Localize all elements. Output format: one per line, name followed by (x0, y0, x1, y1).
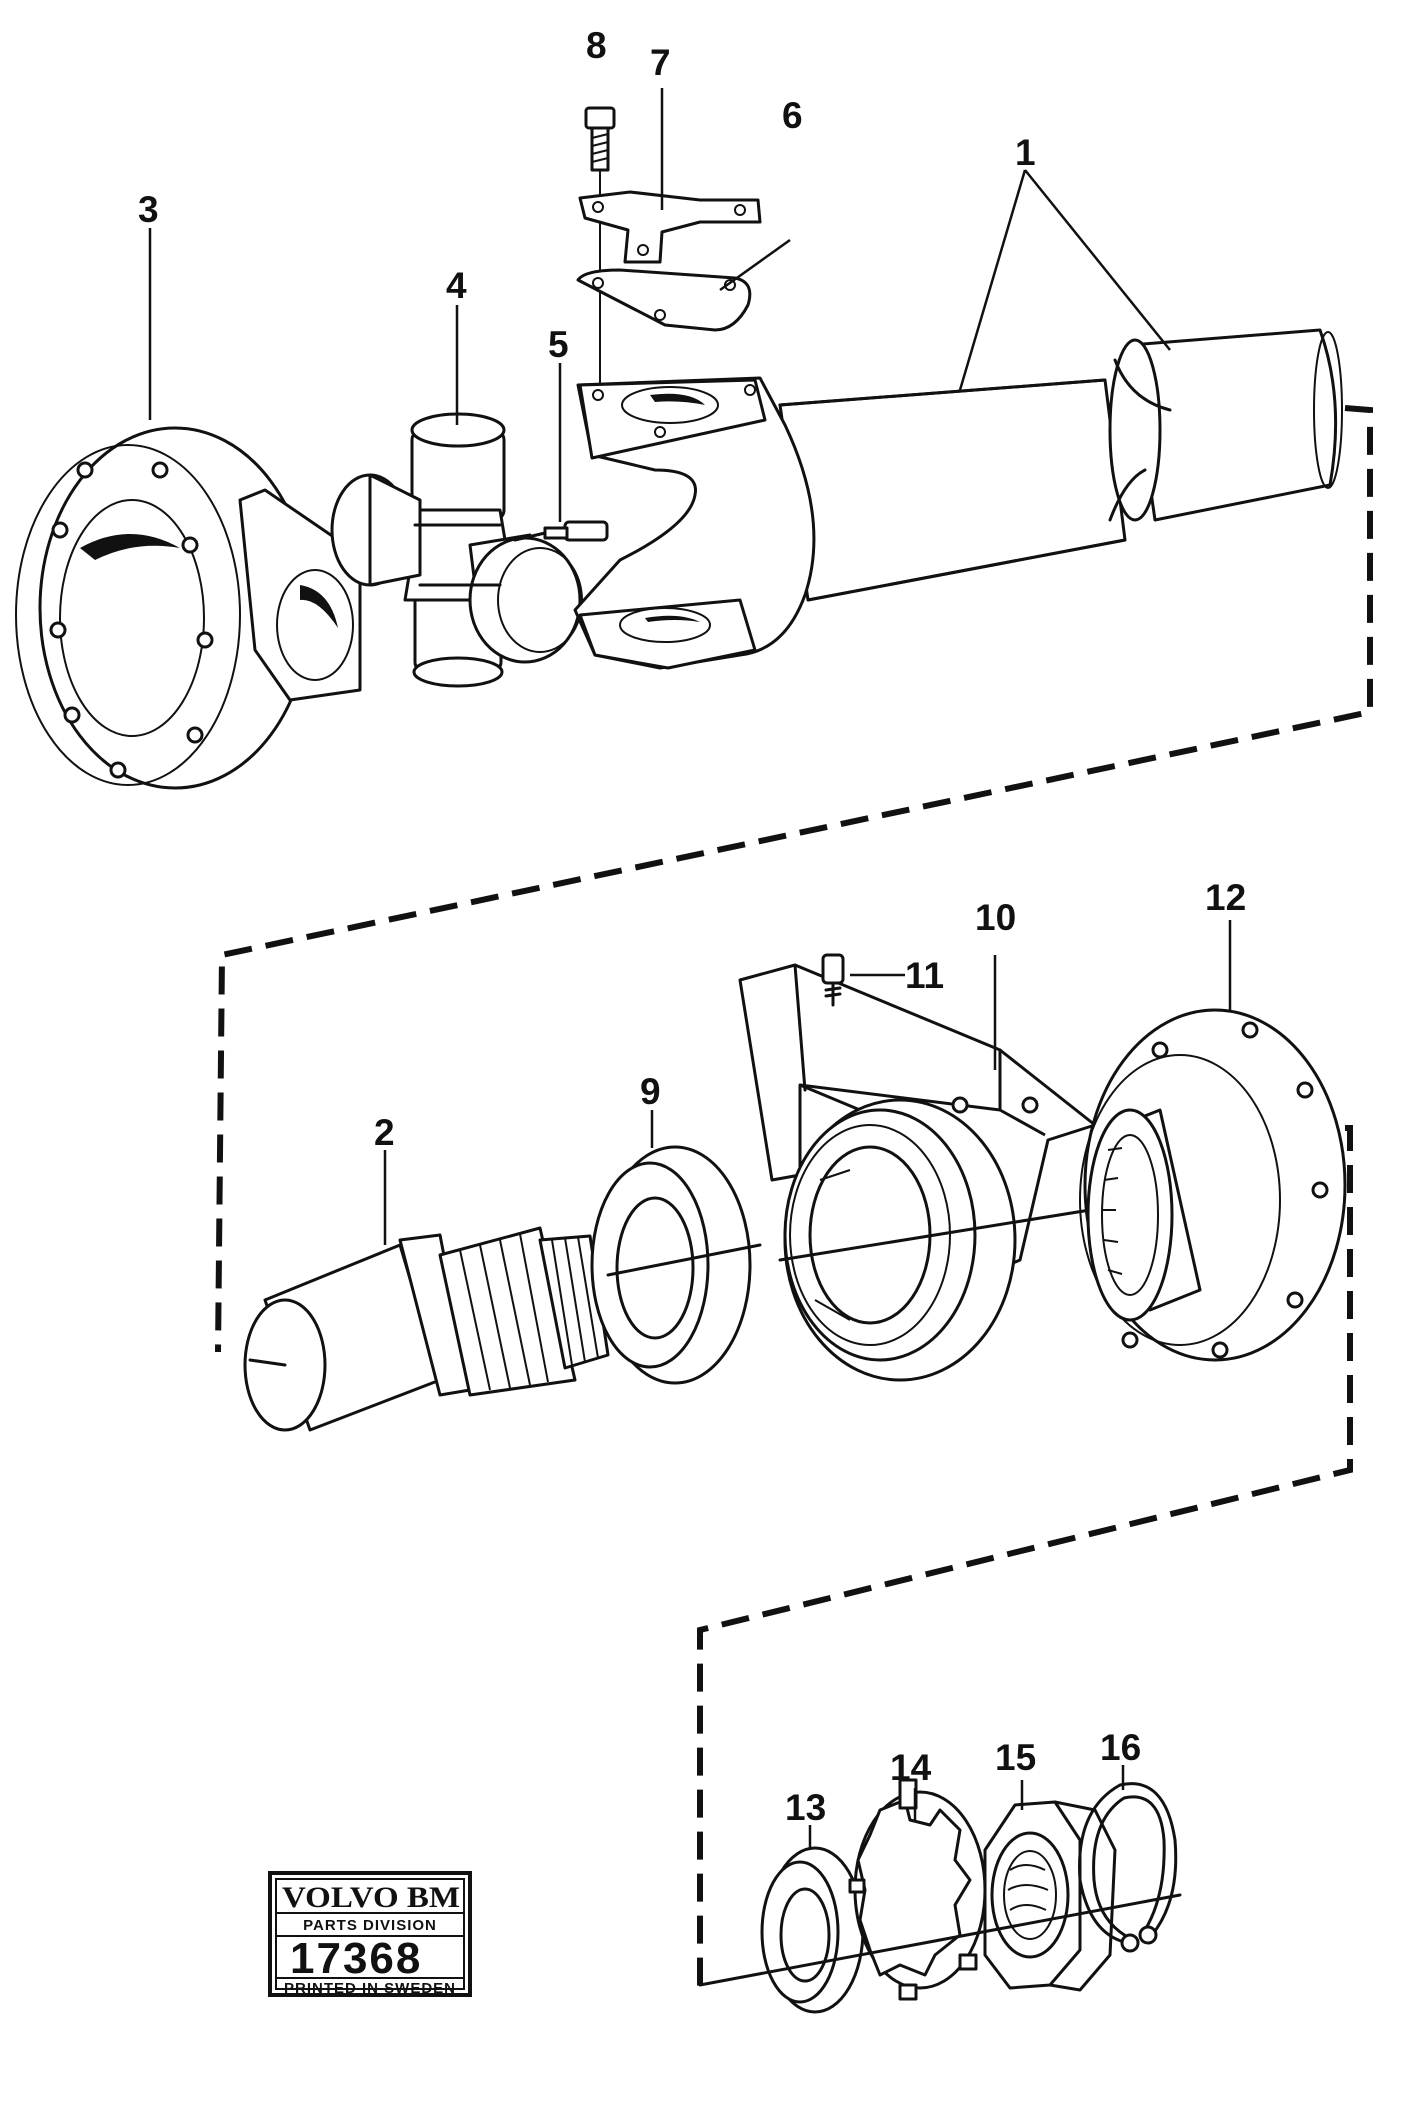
part-2-splined-shaft (243, 1226, 610, 1432)
label-15: 15 (995, 1737, 1036, 1778)
part-number-labels: 1 2 3 4 5 6 7 8 9 10 11 12 13 14 15 16 (138, 25, 1246, 1828)
part-16-circlip (698, 1782, 1182, 1987)
part-4-universal-cross (330, 412, 583, 688)
part-11-grease-nipple (821, 953, 845, 1007)
part-8-bolt (584, 106, 616, 395)
label-5: 5 (548, 324, 569, 365)
label-14: 14 (890, 1747, 932, 1788)
label-12: 12 (1205, 877, 1246, 918)
label-11: 11 (905, 955, 944, 996)
label-10: 10 (975, 897, 1016, 938)
stamp-printed: PRINTED IN SWEDEN (284, 1980, 456, 1997)
part-13-washer (760, 1846, 865, 2014)
stamp-number: 17368 (290, 1934, 422, 1983)
part-12-companion-flange (1079, 1008, 1347, 1362)
part-5-grease-nipple (513, 520, 609, 542)
part-10-bearing-housing (738, 963, 1097, 1382)
stamp-division: PARTS DIVISION (303, 1917, 437, 1934)
part-9-washer (590, 1145, 762, 1385)
stamp-brand: VOLVO BM (282, 1881, 460, 1914)
part-6-cap-plate (576, 268, 752, 332)
label-9: 9 (640, 1071, 661, 1112)
label-4: 4 (446, 265, 467, 306)
part-14-tab-washer (848, 1778, 987, 2001)
label-6: 6 (782, 95, 803, 136)
label-16: 16 (1100, 1727, 1141, 1768)
part-3-flange-yoke (15, 426, 362, 790)
label-3: 3 (138, 189, 159, 230)
label-1: 1 (1015, 132, 1036, 173)
label-7: 7 (650, 42, 671, 83)
label-8: 8 (586, 25, 607, 66)
part-1-shaft-tube-yoke (573, 328, 1343, 670)
part-7-lock-plate (578, 190, 762, 264)
volvo-bm-stamp: VOLVO BM PARTS DIVISION 17368 PRINTED IN… (268, 1871, 472, 1997)
leader-lines (148, 88, 1232, 1850)
label-13: 13 (785, 1787, 826, 1828)
label-2: 2 (374, 1112, 395, 1153)
assembly-guide-lines (215, 405, 1373, 1988)
